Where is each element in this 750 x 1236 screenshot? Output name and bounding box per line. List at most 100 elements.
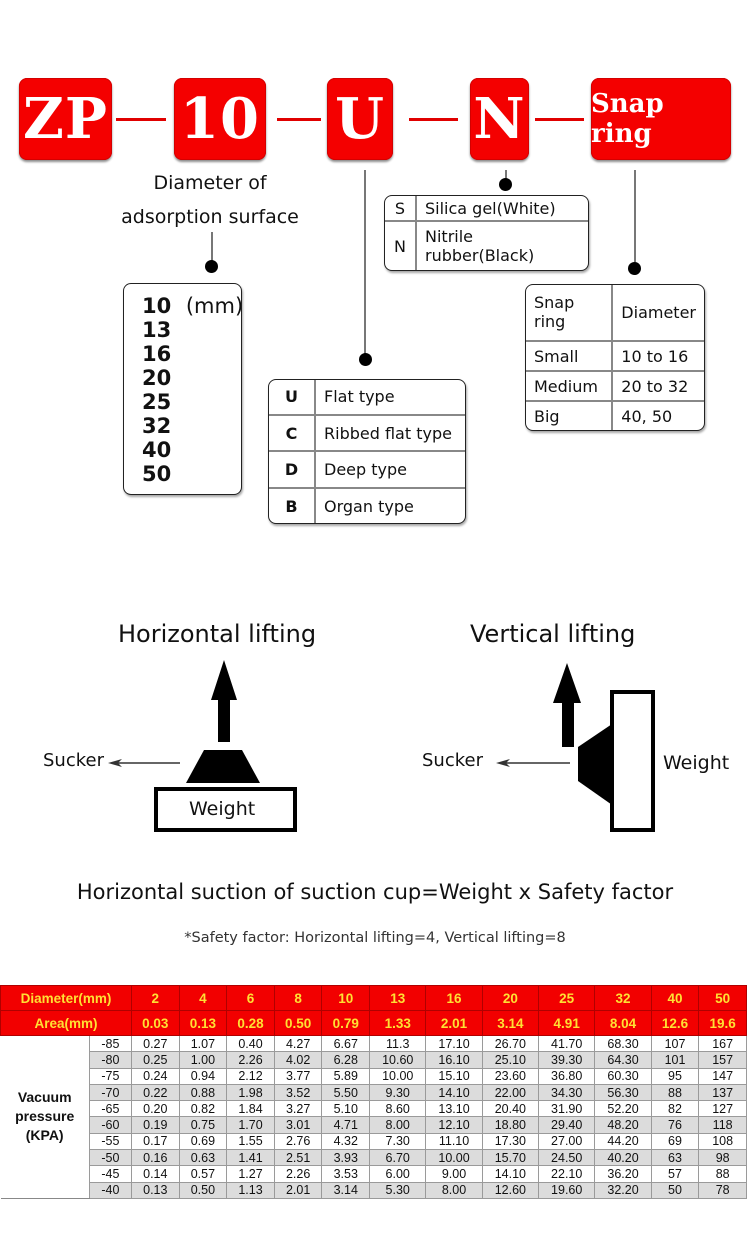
vacuum-pressure-label-line: (KPA) (25, 1127, 64, 1144)
force-cell: 25.10 (481, 1051, 540, 1069)
leader-dot (628, 262, 641, 275)
vacuum-pressure-label-line: pressure (15, 1108, 75, 1125)
force-cell: 8.00 (425, 1181, 483, 1199)
force-cell: 1.13 (226, 1181, 275, 1199)
force-cell: 22.00 (481, 1083, 540, 1102)
force-cell: 108 (698, 1132, 747, 1151)
diameter-header-cell: 20 (481, 985, 540, 1011)
force-cell: 0.88 (178, 1083, 228, 1102)
force-cell: 2.76 (273, 1132, 323, 1151)
force-cell: 2.01 (273, 1181, 323, 1199)
force-cell: 0.63 (178, 1149, 228, 1167)
force-cell: 137 (698, 1083, 747, 1102)
force-cell: 9.00 (425, 1165, 483, 1183)
pressure-cell: -60 (88, 1116, 133, 1134)
force-cell: 18.80 (481, 1116, 540, 1134)
force-cell: 63 (650, 1149, 700, 1167)
pressure-cell: -75 (88, 1067, 133, 1085)
force-cell: 68.30 (594, 1034, 652, 1053)
force-cell: 50 (650, 1181, 700, 1199)
force-cell: 3.77 (273, 1067, 323, 1085)
type-code: C (269, 414, 316, 453)
sucker-label: Sucker (422, 750, 483, 771)
force-cell: 167 (698, 1034, 747, 1053)
leader-dot (205, 260, 218, 273)
code-type-box: U (327, 78, 393, 160)
force-cell: 0.75 (178, 1116, 228, 1134)
force-cell: 19.60 (538, 1181, 596, 1199)
force-cell: 2.12 (226, 1067, 275, 1085)
force-cell: 9.30 (369, 1083, 427, 1102)
material-desc: Nitrile rubber(Black) (425, 227, 535, 266)
vacuum-pressure-label-line: Vacuum (17, 1089, 72, 1106)
force-cell: 3.01 (273, 1116, 323, 1134)
connector-line (277, 118, 321, 121)
up-arrow-icon (553, 663, 581, 747)
force-cell: 8.00 (369, 1116, 427, 1134)
force-cell: 2.51 (273, 1149, 323, 1167)
snap-ring-range: 20 to 32 (612, 371, 704, 403)
diameter-header: Diameter (612, 285, 704, 342)
snap-ring-size: Small (526, 340, 614, 373)
type-desc: Deep type (315, 451, 465, 490)
pressure-cell: -40 (88, 1181, 133, 1199)
area-header-cell: 12.6 (650, 1010, 700, 1036)
leader-line (505, 170, 507, 182)
force-cell: 0.40 (226, 1034, 275, 1053)
force-cell: 27.00 (538, 1132, 596, 1151)
force-cell: 64.30 (594, 1051, 652, 1069)
diameter-header-cell: 16 (425, 985, 483, 1011)
diameter-header-cell: 13 (369, 985, 427, 1011)
pressure-cell: -85 (88, 1034, 133, 1053)
horizontal-lifting-title: Horizontal lifting (118, 620, 317, 648)
force-cell: 3.14 (321, 1181, 371, 1199)
connector-line (535, 118, 584, 121)
leader-arrow-icon (108, 759, 180, 767)
force-cell: 60.30 (594, 1067, 652, 1085)
diameter-header-cell: 50 (698, 985, 747, 1011)
weight-label: Weight (663, 752, 730, 774)
diameter-value: 10 (mm) (142, 294, 242, 318)
diameter-value: 32 (142, 414, 172, 438)
material-code: S (385, 196, 417, 223)
vertical-lifting-title: Vertical lifting (470, 620, 636, 648)
force-cell: 17.10 (425, 1034, 483, 1053)
force-cell: 13.10 (425, 1100, 483, 1118)
force-cell: 0.20 (131, 1100, 180, 1118)
force-cell: 15.10 (425, 1067, 483, 1085)
area-header-cell: 0.79 (321, 1010, 371, 1036)
force-cell: 1.70 (226, 1116, 275, 1134)
force-cell: 118 (698, 1116, 747, 1134)
diameter-value: 16 (142, 342, 172, 366)
suction-cup-icon (186, 750, 260, 783)
force-cell: 2.26 (226, 1051, 275, 1069)
force-cell: 2.26 (273, 1165, 323, 1183)
type-desc: Organ type (324, 496, 414, 516)
force-cell: 6.67 (321, 1034, 371, 1053)
force-cell: 26.70 (481, 1034, 540, 1053)
force-cell: 95 (650, 1067, 700, 1085)
area-header-cell: 8.04 (594, 1010, 652, 1036)
snap-ring-size: Medium (526, 371, 614, 403)
force-cell: 10.60 (369, 1051, 427, 1069)
area-header-cell: 19.6 (698, 1010, 747, 1036)
material-code: N (385, 221, 417, 270)
force-cell: 3.53 (321, 1165, 371, 1183)
type-desc: Ribbed flat type (315, 414, 465, 453)
diameter-header-cell: 4 (178, 985, 228, 1011)
